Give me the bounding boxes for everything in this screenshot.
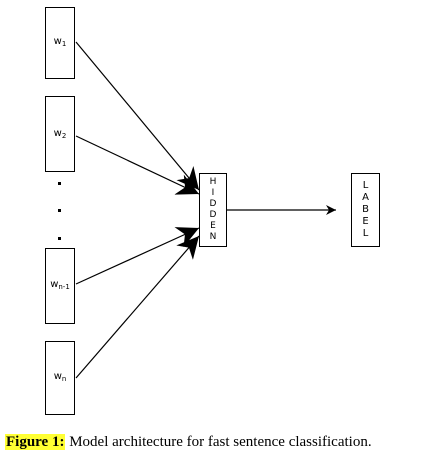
arrow-wn1-to-hidden — [75, 227, 200, 285]
label-node: L A B E L — [351, 173, 380, 247]
caption-text: Model architecture for fast sentence cla… — [69, 434, 372, 450]
arrow-wn-to-hidden — [75, 235, 200, 379]
hidden-node-label: H I D D E N — [209, 177, 217, 242]
input-node-label: wn — [53, 371, 67, 383]
ellipsis-dot — [58, 237, 61, 240]
input-node-wn: wn — [45, 341, 75, 415]
figure-caption: Figure 1: Model architecture for fast se… — [5, 432, 372, 452]
input-node-w1: w1 — [45, 7, 75, 79]
arrow-w1-to-hidden — [75, 41, 200, 191]
figure-number: Figure 1: — [5, 434, 66, 450]
ellipsis-dot — [58, 209, 61, 212]
input-node-label: wn-1 — [50, 279, 70, 291]
input-node-label: w2 — [53, 128, 67, 140]
label-node-label: L A B E L — [362, 180, 369, 239]
ellipsis-dot — [58, 182, 61, 185]
arrow-w2-to-hidden — [75, 135, 200, 195]
hidden-node: H I D D E N — [199, 173, 227, 247]
input-node-label: w1 — [53, 36, 67, 48]
input-node-w2: w2 — [45, 96, 75, 172]
input-node-wn-1: wn-1 — [45, 248, 75, 324]
